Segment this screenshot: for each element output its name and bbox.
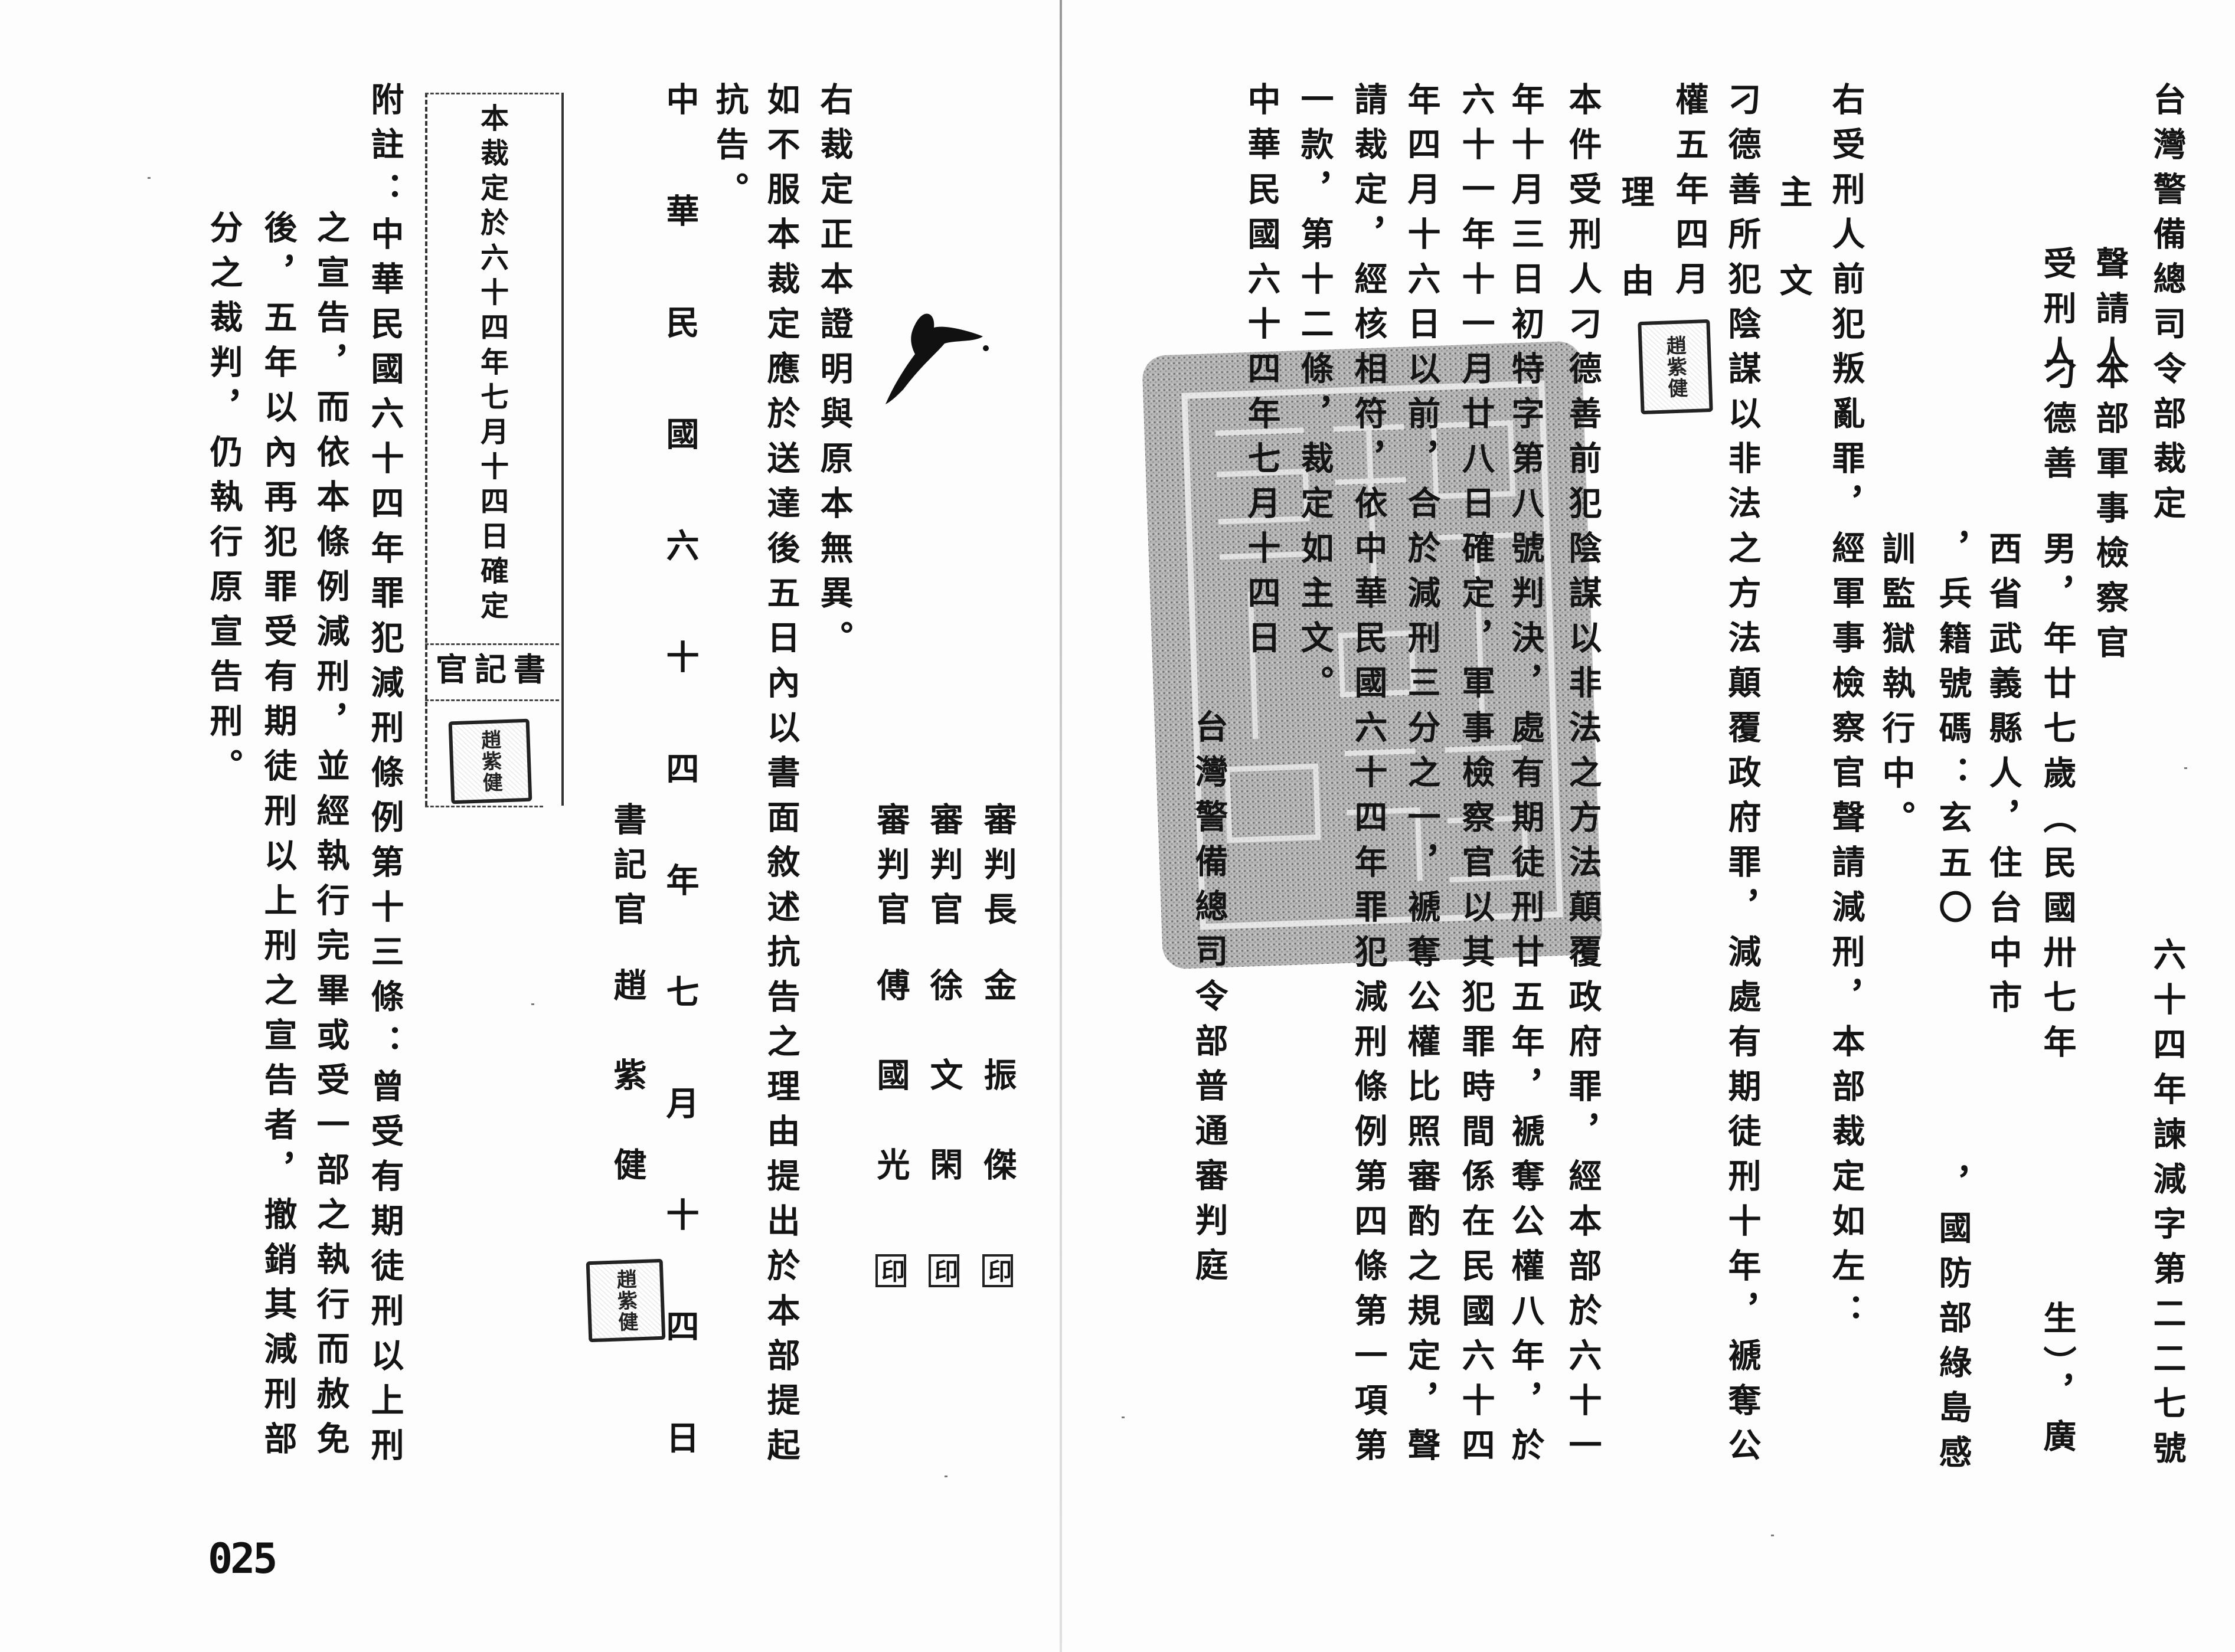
seal-lettering: 趙紫健 xyxy=(477,729,503,794)
seal-lettering: 趙紫健 xyxy=(612,1268,639,1333)
case-number: 六十四年諫減字第二二七號 xyxy=(2148,937,2187,1476)
note-line: 後，五年以內再犯罪受有期徒刑以上刑之宣告者，撤銷其減刑部 xyxy=(259,210,298,1466)
judge-name: 傅國光 xyxy=(871,968,910,1237)
judge-seal-mark: 印 xyxy=(875,1254,906,1287)
reason-text-line: 請裁定，經核相符，依中華民國六十四年罪犯減刑條例第四條第一項第 xyxy=(1349,82,1388,1473)
page-fold-line xyxy=(1060,0,1062,1652)
clerk-title: 書記官 xyxy=(608,802,647,937)
ink-blot-mark xyxy=(885,313,989,404)
ruling-date: 中華民國六十四年七月十四日 xyxy=(1242,82,1281,665)
judge-title: 審判官 xyxy=(924,802,963,937)
clerk-name: 趙紫健 xyxy=(608,968,647,1237)
defendant-label: 受刑人 xyxy=(2038,246,2077,381)
presiding-judge-name: 金振傑 xyxy=(978,968,1017,1237)
scan-speck xyxy=(2184,767,2187,769)
certification-statement: 右裁定正本證明與原本無異。 xyxy=(815,82,854,665)
defendant-details-line3a: ，兵籍號碼：玄五〇 xyxy=(1933,531,1972,935)
note-line: 附註：中華民國六十四年罪犯減刑條例第十三條：曾受有期徒刑以上刑 xyxy=(365,82,404,1473)
main-heading-char-1: 主 xyxy=(1774,175,1813,220)
reason-text-line: 年四月十六日以前，合於減刑三分之一，褫奪公權比照審酌之規定，聲 xyxy=(1402,82,1441,1473)
box-border xyxy=(425,93,559,94)
court-name: 台灣警備總司令部普通審判庭 xyxy=(1190,709,1228,1293)
clerk-seal-stamp: 趙紫健 xyxy=(586,1258,666,1343)
judge-name: 徐文閑 xyxy=(924,968,963,1237)
reason-text-line: 六十一年十一月廿八日確定，軍事檢察官以其犯罪時間係在民國六十四 xyxy=(1456,82,1495,1473)
defendant-name: 刁德善 xyxy=(2038,356,2077,490)
document-title: 台灣警備總司令部裁定 xyxy=(2148,82,2187,531)
appeal-notice-line: 如不服本裁定應於送達後五日內以書面敘述抗告之理由提出於本部提起 xyxy=(762,82,800,1473)
finality-statement: 本裁定於六十四年七月十四日確定 xyxy=(475,103,508,626)
issue-date: 中華民國六十四年七月十四日 xyxy=(661,82,700,1532)
note-line: 分之裁判，仍執行原宣告刑。 xyxy=(204,210,243,793)
scan-speck xyxy=(1771,1535,1774,1536)
reason-heading-char-2: 由 xyxy=(1616,263,1655,308)
scan-speck xyxy=(945,1476,947,1477)
scan-speck xyxy=(531,1003,534,1005)
main-heading-char-2: 文 xyxy=(1774,263,1813,308)
defendant-details-line1-end: 生），廣 xyxy=(2038,1301,2077,1464)
clerk-seal-stamp: 趙紫健 xyxy=(1638,319,1713,415)
reason-text-line: 年十月三日初特字第八號判決，處有期徒刑廿五年，褫奪公權八年，於 xyxy=(1506,82,1545,1473)
defendant-details-line3b: ，國防部綠島感 xyxy=(1933,1166,1972,1480)
box-border xyxy=(425,806,543,807)
defendant-details-line1: 男，年廿七歲（民國卅七年 xyxy=(2038,531,2077,1069)
scan-speck xyxy=(148,177,151,179)
seal-lettering: 趙紫健 xyxy=(1662,334,1688,400)
reason-text-line: 本件受刑人刁德善前犯陰謀以非法之方法顛覆政府罪，經本部於六十一 xyxy=(1563,82,1602,1473)
defendant-details-line2: 西省武義縣人，住台中市 xyxy=(1984,531,2022,1025)
judge-title: 審判官 xyxy=(871,802,910,937)
presiding-judge-title: 審判長 xyxy=(978,802,1017,937)
preamble: 右受刑人前犯叛亂罪，經軍事檢察官聲請減刑，本部裁定如左： xyxy=(1826,82,1865,1338)
note-line: 之宣告，而依本條例減刑，並經執行完畢或受一部之執行而赦免 xyxy=(311,210,350,1466)
appeal-notice-line: 抗告。 xyxy=(710,82,749,217)
judge-seal-mark: 印 xyxy=(982,1254,1013,1287)
applicant-label: 聲請人 xyxy=(2090,246,2129,381)
clerk-seal-stamp: 趙紫健 xyxy=(448,718,532,804)
applicant-value: 本部軍事檢察官 xyxy=(2090,356,2129,670)
scan-speck xyxy=(1122,1417,1125,1418)
box-divider xyxy=(425,643,559,645)
finality-stamp-box xyxy=(425,93,564,806)
finality-box-clerk-label: 書記官 xyxy=(436,650,553,688)
official-seal-stamp xyxy=(1142,341,1602,969)
defendant-details-line4: 訓監獄執行中。 xyxy=(1877,531,1916,845)
reason-text-line: 一款，第十二條，裁定如主文。 xyxy=(1295,82,1334,710)
reason-heading-char-1: 理 xyxy=(1616,175,1655,220)
page-number: 025 xyxy=(208,1535,277,1583)
main-text-line: 權五年四月 xyxy=(1670,82,1709,306)
judge-seal-mark: 印 xyxy=(929,1254,959,1287)
main-text-line: 刁德善所犯陰謀以非法之方法顛覆政府罪，減處有期徒刑十年，褫奪公 xyxy=(1723,82,1762,1473)
box-divider xyxy=(425,699,559,701)
